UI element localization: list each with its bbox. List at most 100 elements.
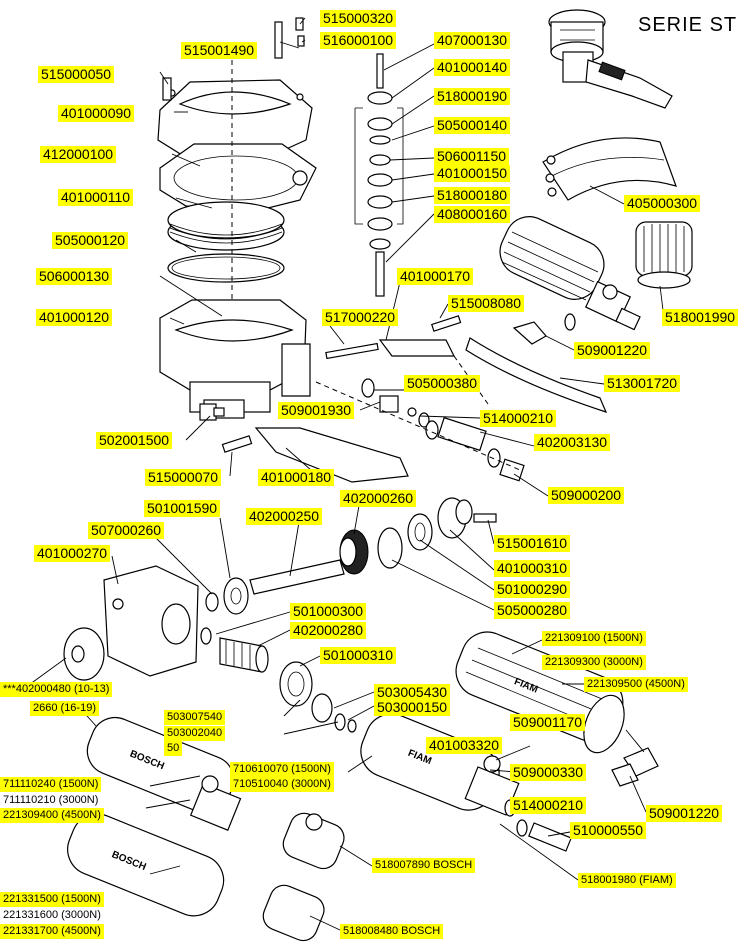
part-label-221331600: 221331600 (3000N)	[3, 909, 101, 921]
gasket-412000100	[159, 143, 317, 213]
part-label-401003320: 401003320	[426, 737, 503, 754]
valve-stack	[354, 53, 404, 297]
piston-401000110	[167, 201, 285, 251]
part-label-506001150: 506001150	[434, 148, 510, 165]
part-label-506000130: 506000130	[36, 268, 113, 285]
part-label-405000300: 405000300	[624, 195, 701, 212]
part-label-518000190: 518000190	[434, 88, 511, 105]
top-cover-401000090	[157, 79, 313, 161]
part-label-502001500: 502001500	[96, 432, 173, 449]
o-ring-505000120	[167, 253, 285, 283]
part-label-509000200: 509000200	[548, 487, 625, 504]
bearing-501000310	[279, 661, 357, 733]
part-label-401000170: 401000170	[397, 268, 474, 285]
gear-402000260	[339, 529, 369, 575]
shaft-402000250	[205, 559, 345, 615]
part-label-509001220-top: 509001220	[574, 342, 651, 359]
part-label-509000330: 509000330	[510, 764, 587, 781]
part-label-401000180: 401000180	[258, 469, 335, 486]
filter-518008480	[262, 884, 325, 942]
part-label-505000280: 505000280	[494, 602, 571, 619]
part-label-402000260: 402000260	[340, 490, 417, 507]
series-title: SERIE ST	[638, 14, 738, 36]
part-label-501001590: 501001590	[144, 500, 221, 517]
part-label-402000280: 402000280	[290, 622, 367, 639]
head-518007890	[282, 812, 345, 870]
part-label-518008480: 518008480 BOSCH	[340, 924, 444, 939]
part-label-516000100: 516000100	[320, 32, 397, 49]
part-label-507000260: 507000260	[88, 522, 165, 539]
part-label-412000100: 412000100	[40, 146, 117, 163]
part-label-509001930: 509001930	[278, 402, 355, 419]
fitting-502001500	[199, 403, 225, 421]
part-label-503000150: 503000150	[374, 699, 451, 716]
handle-lever-401000180	[254, 427, 409, 483]
part-label-515000320: 515000320	[320, 10, 397, 27]
part-label-510000550: 510000550	[570, 822, 647, 839]
part-label-50: 50	[164, 741, 183, 756]
part-label-518000180: 518000180	[434, 187, 511, 204]
part-label-518001990: 518001990	[662, 309, 739, 326]
part-label-515000050: 515000050	[38, 66, 115, 83]
part-label-710610070: 710610070 (1500N)	[230, 762, 334, 777]
part-label-503005430: 503005430	[374, 684, 451, 701]
cylinder-bosch-2: BOSCH	[67, 813, 225, 917]
part-label-401000140: 401000140	[434, 59, 511, 76]
part-label-503002040: 503002040	[164, 726, 226, 741]
part-label-518001980: 518001980 (FIAM)	[578, 873, 676, 888]
part-label-221309500: 221309500 (4500N)	[584, 677, 688, 692]
assembled-tool-thumbnail	[548, 9, 673, 109]
screws-left	[162, 17, 462, 453]
part-label-503007540: 503007540	[164, 710, 226, 725]
part-label-514000210-bottom: 514000210	[510, 797, 587, 814]
elbow-509001220	[512, 313, 576, 345]
part-label-517000220: 517000220	[322, 309, 399, 326]
part-label-401000270: 401000270	[34, 545, 111, 562]
part-label-221309400: 221309400 (4500N)	[0, 808, 104, 823]
part-label-710510040: 710510040 (3000N)	[230, 777, 334, 792]
part-label-505000380: 505000380	[404, 375, 481, 392]
part-label-221309100: 221309100 (1500N)	[542, 631, 646, 646]
part-label-518007890: 518007890 BOSCH	[372, 858, 476, 873]
part-label-2660: 2660 (16-19)	[30, 701, 99, 716]
cylinder-fiam-small: FIAM	[360, 713, 520, 816]
part-label-501000290: 501000290	[494, 581, 571, 598]
part-label-501000300: 501000300	[290, 603, 367, 620]
cylinder-bosch-1: BOSCH	[86, 716, 242, 831]
part-label-501000310: 501000310	[320, 647, 397, 664]
part-label-505000140: 505000140	[434, 117, 511, 134]
part-label-711110240: 711110240 (1500N)	[0, 777, 102, 792]
part-label-509001170: 509001170	[510, 714, 586, 731]
part-label-402000480: ***402000480 (10-13)	[0, 682, 113, 697]
part-label-711110210: 711110210 (3000N)	[3, 794, 99, 806]
inlet-cylinder-top	[499, 216, 641, 331]
part-label-408000160: 408000160	[434, 206, 511, 223]
part-label-509001220-bottom: 509001220	[646, 805, 723, 822]
part-label-221331500: 221331500 (1500N)	[0, 892, 104, 907]
pinion-402000280	[200, 627, 269, 673]
guard-plate-405000300	[542, 137, 677, 201]
part-label-515000070: 515000070	[145, 469, 222, 486]
part-label-505000120: 505000120	[52, 232, 129, 249]
part-label-401000120: 401000120	[36, 309, 113, 326]
assembly-axis-valve	[315, 381, 521, 471]
part-label-515001490: 515001490	[181, 42, 258, 59]
cylinder-body-401000120	[159, 299, 311, 419]
part-label-221309300: 221309300 (3000N)	[542, 655, 646, 670]
part-label-401000110: 401000110	[58, 189, 134, 206]
part-label-402003130: 402003130	[534, 434, 611, 451]
valve-rings-row	[361, 378, 525, 482]
part-label-513001720: 513001720	[604, 375, 681, 392]
part-label-407000130: 407000130	[434, 32, 511, 49]
part-label-402000250: 402000250	[246, 508, 323, 525]
part-label-401000310: 401000310	[494, 560, 571, 577]
part-label-514000210-top: 514000210	[480, 410, 557, 427]
housing-401000270	[103, 565, 199, 677]
part-label-515008080: 515008080	[448, 295, 525, 312]
part-label-401000090: 401000090	[58, 105, 135, 122]
part-label-401000150: 401000150	[434, 165, 511, 182]
lever-401000170	[325, 339, 455, 360]
ring-505000280	[377, 497, 497, 569]
knob-402000480	[63, 627, 105, 681]
